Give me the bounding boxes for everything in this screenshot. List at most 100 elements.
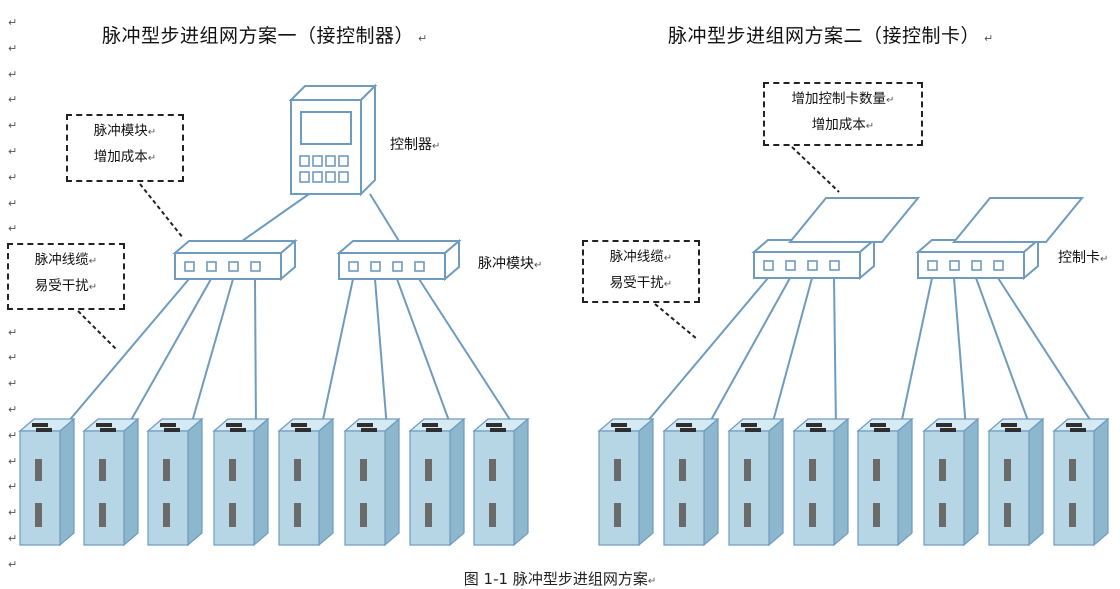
paragraph-mark: ↵ (8, 402, 18, 416)
drive-top-vent (680, 428, 696, 432)
callout-card-count-cost: 增加控制卡数量↵ 增加成本↵ (763, 82, 923, 146)
callout-line: 脉冲模块↵ (93, 123, 157, 139)
drive-slot (163, 503, 170, 527)
drive-cable (997, 277, 1097, 430)
stepper-drive-right-8 (1052, 417, 1110, 547)
drive-slot (614, 459, 621, 481)
drive-side (449, 417, 465, 547)
stepper-drives (18, 417, 1110, 547)
drive-front (19, 430, 61, 546)
callout-pointer-pulse-module (139, 183, 184, 239)
callout-line: 增加成本↵ (93, 149, 157, 165)
drive-front (728, 430, 770, 546)
stepper-drive-left-8 (472, 417, 530, 547)
paragraph-mark: ↵ (8, 377, 18, 391)
controller-key (338, 155, 349, 167)
callout-cable-interference-right: 脉冲线缆↵ 易受干扰↵ (582, 240, 700, 303)
drive-top-vent (361, 428, 377, 432)
drive-slot (360, 503, 367, 527)
drive-front (793, 430, 835, 546)
drive-front (344, 430, 386, 546)
drive-front (663, 430, 705, 546)
drive-cable (640, 277, 769, 430)
paragraph-mark: ↵ (8, 454, 18, 468)
controller-key (299, 155, 310, 167)
drive-front (409, 430, 451, 546)
drive-top-vent (940, 428, 956, 432)
module-front (338, 252, 446, 280)
drive-side (963, 417, 979, 547)
drive-top-vent (676, 423, 692, 427)
controller-key (312, 155, 323, 167)
drive-side (59, 417, 75, 547)
paragraph-mark: ↵ (8, 557, 18, 571)
drive-slot (1069, 459, 1076, 481)
drive-front (147, 430, 189, 546)
drive-slot (809, 503, 816, 527)
controller-key (325, 155, 336, 167)
drive-top-vent (164, 428, 180, 432)
drive-top-vent (490, 428, 506, 432)
control-card-2 (951, 197, 1085, 243)
drive-slot (35, 503, 42, 527)
drive-cable (254, 278, 257, 430)
drive-top-vent (226, 423, 242, 427)
paragraph-mark: ↵ (8, 222, 18, 236)
drive-top-vent (32, 423, 48, 427)
controller-label: 控制器↵ (390, 137, 441, 153)
drive-slot (229, 503, 236, 527)
control-card-1 (787, 197, 921, 243)
drive-side (833, 417, 849, 547)
stepper-drive-left-6 (343, 417, 401, 547)
stepper-drive-right-6 (922, 417, 980, 547)
drive-slot (1004, 459, 1011, 481)
drive-top-vent (1001, 423, 1017, 427)
stepper-drive-left-3 (146, 417, 204, 547)
drive-top-vent (486, 423, 502, 427)
pulse-module-1 (172, 238, 298, 282)
module-devices (172, 197, 1085, 282)
paragraph-mark: ↵ (8, 351, 18, 365)
callout-pointer-cable-right (654, 303, 698, 340)
paragraph-mark: ↵ (8, 480, 18, 494)
pulse-module-2 (336, 238, 462, 282)
drive-cable (61, 278, 190, 430)
module-port (348, 261, 359, 272)
module-port (206, 261, 217, 272)
callout-line: 易受干扰↵ (34, 278, 98, 294)
paragraph-mark: ↵ (8, 428, 18, 442)
drive-top-vent (160, 423, 176, 427)
drive-slot (679, 503, 686, 527)
paragraph-mark: ↵ (8, 144, 18, 158)
drive-side (187, 417, 203, 547)
drive-cable (320, 278, 354, 430)
stepper-drive-left-4 (212, 417, 270, 547)
module-port (370, 261, 381, 272)
pulse-module-label: 脉冲模块↵ (478, 256, 543, 272)
drive-cable (396, 278, 453, 430)
stepper-drive-right-7 (987, 417, 1045, 547)
module-top (172, 240, 298, 254)
connection-lines (61, 193, 1097, 430)
drive-top-vent (36, 428, 52, 432)
stepper-drive-left-7 (408, 417, 466, 547)
drive-cable (953, 277, 967, 430)
drive-slot (229, 459, 236, 481)
module-port (807, 260, 818, 271)
paragraph-mark: ↵ (8, 119, 18, 133)
controller-key (325, 171, 336, 183)
stepper-drive-left-2 (82, 417, 140, 547)
drive-cable (125, 278, 212, 430)
module-port (993, 260, 1004, 271)
drive-front (923, 430, 965, 546)
drive-side (253, 417, 269, 547)
drive-slot (99, 503, 106, 527)
paragraph-mark: ↵ (8, 170, 18, 184)
paragraph-mark: ↵ (8, 16, 18, 29)
drive-side (897, 417, 913, 547)
drive-top-vent (870, 423, 886, 427)
controller-link (234, 193, 310, 247)
drive-cable (418, 278, 517, 430)
drive-side (513, 417, 529, 547)
drive-slot (1004, 503, 1011, 527)
